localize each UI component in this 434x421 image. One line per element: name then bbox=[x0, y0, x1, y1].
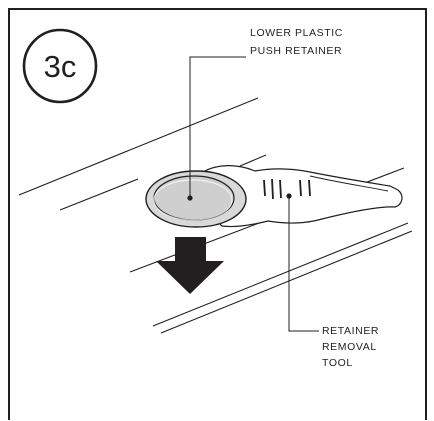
step-label: 3c bbox=[44, 49, 77, 84]
tool-callout-line3: TOOL bbox=[322, 357, 353, 369]
tool-shaft-line bbox=[309, 175, 389, 192]
retainer-callout-leader bbox=[189, 56, 246, 198]
step-badge-circle bbox=[22, 28, 98, 104]
tool-callout-line2: REMOVAL bbox=[322, 341, 377, 353]
trim-line-1 bbox=[152, 222, 409, 327]
tool-grip-mark-2 bbox=[271, 178, 274, 200]
tool-callout-line1: RETAINER bbox=[322, 325, 379, 337]
panel-edge-middle-left-line bbox=[59, 178, 139, 211]
retainer-callout-dot bbox=[187, 195, 193, 201]
down-arrow-icon bbox=[156, 237, 224, 294]
retainer-callout-label: LOWER PLASTIC PUSH RETAINER bbox=[250, 27, 343, 57]
panel-edge-middle-right-line bbox=[239, 154, 267, 167]
step-badge: 3c bbox=[22, 28, 98, 104]
tool-grip-mark-1 bbox=[263, 179, 266, 197]
tool-callout-leader bbox=[288, 196, 319, 332]
tool-body bbox=[199, 165, 403, 228]
push-retainer bbox=[145, 170, 247, 228]
tool-grip-mark-4 bbox=[299, 179, 302, 197]
retainer-callout-line1: LOWER PLASTIC bbox=[250, 27, 343, 39]
tool-callout-label: RETAINER REMOVAL TOOL bbox=[322, 325, 379, 369]
callout-leaders bbox=[189, 56, 319, 332]
panel-frame bbox=[8, 8, 427, 420]
trim-line-2 bbox=[160, 230, 413, 334]
retainer-removal-tool bbox=[199, 165, 403, 228]
panel-edge-upper-line bbox=[18, 97, 259, 196]
retainer-head-highlight bbox=[153, 179, 233, 221]
tool-grip-mark-5 bbox=[308, 179, 311, 197]
tool-grip-mark-3 bbox=[279, 179, 282, 199]
tool-callout-dot bbox=[286, 193, 292, 199]
retainer-callout-line2: PUSH RETAINER bbox=[250, 45, 342, 57]
